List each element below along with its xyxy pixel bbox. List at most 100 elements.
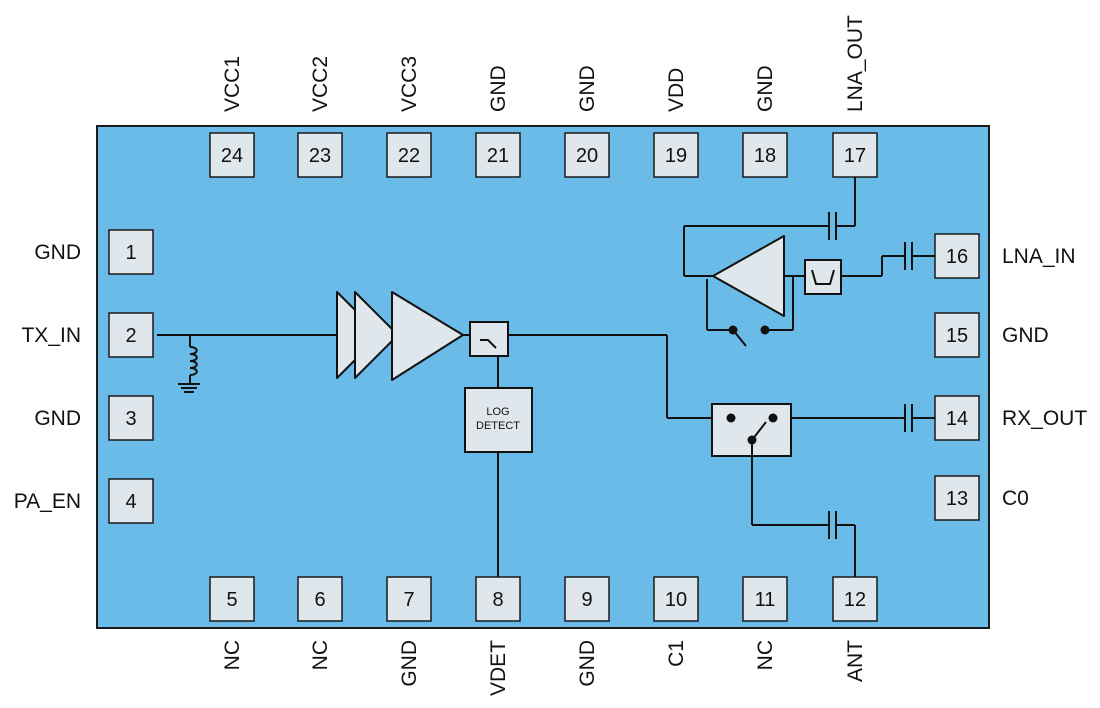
pin-label: VDET — [487, 640, 510, 696]
pin-number: 23 — [309, 145, 331, 167]
pin-box — [475, 132, 521, 178]
tx-path-wiring — [157, 334, 337, 393]
pin-number: 13 — [946, 488, 968, 510]
pin-box — [108, 478, 154, 524]
pin-6: 6NC — [297, 576, 343, 670]
ic-package-body — [96, 125, 990, 629]
pin-box — [108, 395, 154, 441]
pin-1: 1 GND — [34, 229, 154, 275]
pin-label: LNA_OUT — [844, 15, 867, 112]
log-detect-label-line2: DETECT — [476, 420, 520, 432]
pin-label: GND — [576, 65, 599, 112]
pin-label: C0 — [1002, 487, 1029, 510]
pin-24: 24 VCC1 — [209, 56, 255, 178]
pin-number: 14 — [946, 408, 968, 430]
pin-label: GND — [487, 65, 510, 112]
coupler-block — [469, 321, 509, 357]
pin-number: 15 — [946, 325, 968, 347]
pin-label: C1 — [665, 640, 688, 667]
pin-box — [108, 229, 154, 275]
pin-label: GND — [754, 65, 777, 112]
pin-number: 10 — [665, 589, 687, 611]
pin-box — [475, 576, 521, 622]
pin-number: 3 — [125, 408, 136, 430]
pins-layer: 24VCC123VCC222VCC321GND20GND19VDD18GND17… — [14, 15, 1088, 696]
pin-16: 16 LNA_IN — [934, 233, 1076, 279]
pin-number: 24 — [221, 145, 243, 167]
pin-box — [386, 132, 432, 178]
pin-number: 4 — [125, 491, 136, 513]
pin-number: 16 — [946, 246, 968, 268]
pin-label: VCC1 — [221, 56, 244, 112]
pin-box — [934, 475, 980, 521]
pin-box — [297, 576, 343, 622]
pin-number: 9 — [581, 589, 592, 611]
pin-label: NC — [221, 640, 244, 670]
pin-label: GND — [34, 407, 81, 430]
pin-label: NC — [754, 640, 777, 670]
pin-label: ANT — [844, 640, 867, 682]
pin-box — [653, 576, 699, 622]
pin-box — [297, 132, 343, 178]
pin-20: 20 GND — [564, 65, 610, 178]
pin-2: 2 TX_IN — [21, 312, 154, 358]
pin-5: 5NC — [209, 576, 255, 670]
pin-label: PA_EN — [14, 490, 81, 513]
pin-label: GND — [576, 640, 599, 687]
pin-number: 5 — [226, 589, 237, 611]
pin-box — [934, 233, 980, 279]
pin-number: 18 — [754, 145, 776, 167]
pin-box — [934, 395, 980, 441]
pin-number: 1 — [125, 242, 136, 264]
pin-13: 13 C0 — [934, 475, 1029, 521]
log-detect-block: LOG DETECT — [464, 387, 533, 453]
pin-box — [209, 576, 255, 622]
pin-number: 12 — [844, 589, 866, 611]
pin-number: 21 — [487, 145, 509, 167]
pin-18: 18 GND — [742, 65, 788, 178]
pin-number: 20 — [576, 145, 598, 167]
pin-number: 8 — [492, 589, 503, 611]
pin-box — [386, 576, 432, 622]
pin-label: GND — [398, 640, 421, 687]
pin-label: NC — [309, 640, 332, 670]
pin-number: 2 — [125, 325, 136, 347]
pin-label: GND — [1002, 324, 1049, 347]
pin-number: 19 — [665, 145, 687, 167]
pin-label: VDD — [665, 68, 688, 112]
power-amplifier-symbol — [336, 291, 464, 381]
pin-label: GND — [34, 241, 81, 264]
filter-block — [804, 259, 842, 295]
pin-number: 22 — [398, 145, 420, 167]
pin-box — [564, 576, 610, 622]
pin-19: 19 VDD — [653, 68, 699, 178]
pin-box — [742, 576, 788, 622]
pin-label: RX_OUT — [1002, 407, 1087, 430]
pin-box — [742, 132, 788, 178]
pin-box — [832, 576, 878, 622]
pin-label: TX_IN — [21, 324, 81, 347]
pin-label: VCC2 — [309, 56, 332, 112]
pin-label: LNA_IN — [1002, 245, 1076, 268]
pin-box — [108, 312, 154, 358]
pin-box — [653, 132, 699, 178]
pin-21: 21 GND — [475, 65, 521, 178]
pin-number: 11 — [755, 589, 776, 611]
pin-box — [832, 132, 878, 178]
pin-15: 15 GND — [934, 312, 1049, 358]
pin-box — [564, 132, 610, 178]
pin-23: 23 VCC2 — [297, 56, 343, 178]
pin-14: 14 RX_OUT — [934, 395, 1087, 441]
pin-number: 7 — [403, 589, 414, 611]
pin-box — [934, 312, 980, 358]
pin-box — [209, 132, 255, 178]
